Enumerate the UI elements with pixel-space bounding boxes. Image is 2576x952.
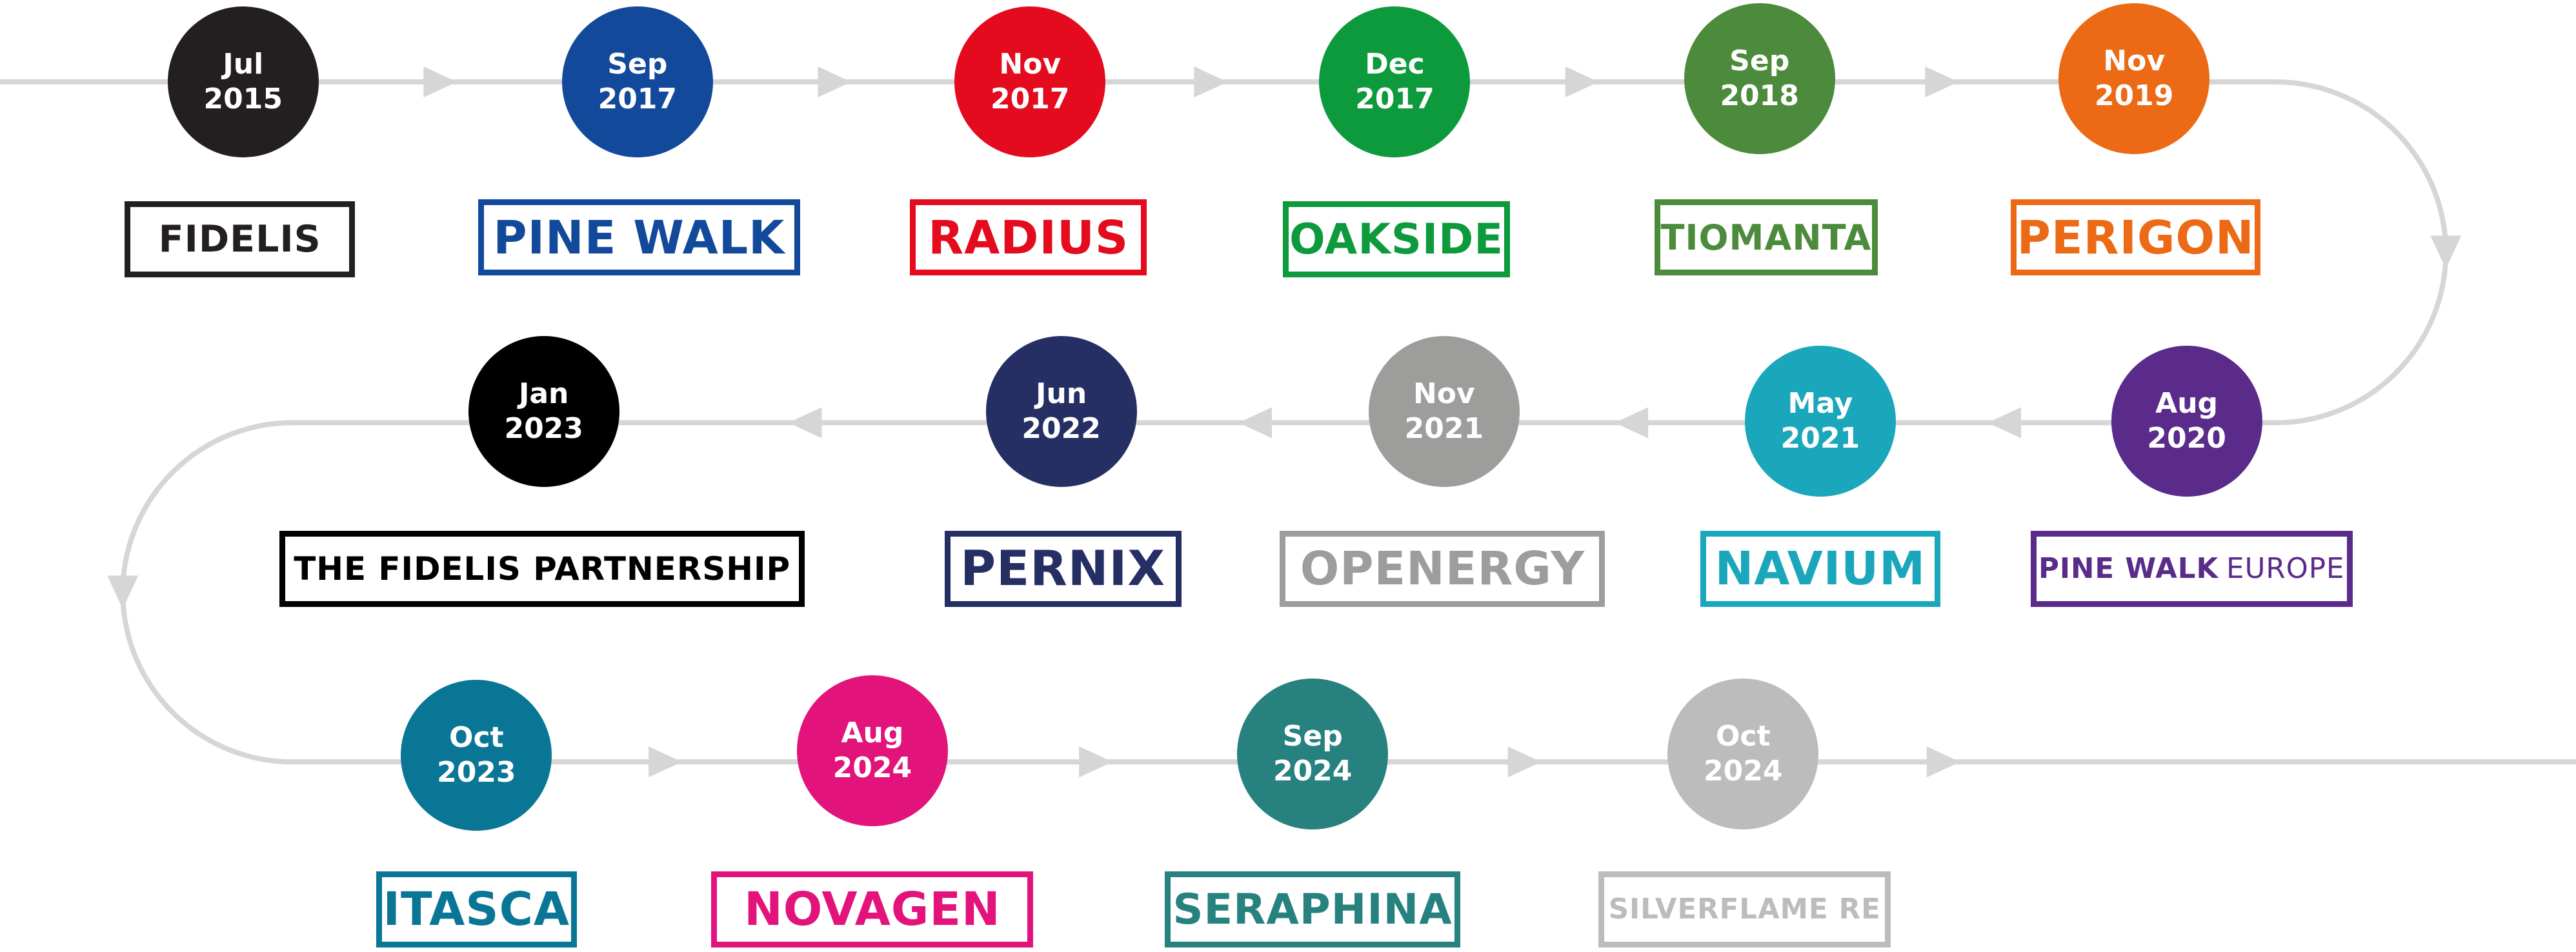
- milestone-year: 2023: [437, 756, 516, 789]
- milestone-year: 2021: [1780, 421, 1860, 455]
- arrow-right-icon: [649, 746, 683, 778]
- milestone-year: 2023: [504, 412, 583, 445]
- brand-name: SERAPHINA: [1172, 884, 1453, 934]
- brand-logo-radius: RADIUS: [910, 199, 1147, 276]
- milestone-month: Nov: [1413, 377, 1475, 410]
- milestone-year: 2018: [1720, 79, 1799, 112]
- brand-logo-openergy: OPENERGY: [1280, 530, 1605, 607]
- brand-suffix: EUROPE: [2226, 552, 2345, 585]
- brand-logo-perigon: PERIGON: [2011, 199, 2261, 276]
- arrow-right-icon: [1194, 66, 1228, 98]
- arrow-right-icon: [423, 66, 458, 98]
- brand-name: PINE WALK: [493, 210, 785, 264]
- milestone-month: Oct: [449, 721, 504, 755]
- milestone-month: Jul: [223, 48, 264, 81]
- milestone-month: May: [1787, 386, 1853, 420]
- milestone-month: Sep: [1729, 44, 1790, 77]
- milestone-year: 2021: [1404, 412, 1484, 445]
- milestone-month: Oct: [1715, 719, 1771, 753]
- brand-logo-pernix: PERNIX: [944, 530, 1182, 607]
- milestone-month: Nov: [2103, 44, 2165, 77]
- brand-logo-silverflame-re: SILVERFLAME RE: [1598, 871, 1891, 947]
- brand-name: ITASCA: [383, 882, 570, 937]
- milestone-year: 2017: [1355, 83, 1434, 116]
- brand-name: TIOMANTA: [1660, 217, 1872, 258]
- arrow-right-icon: [1926, 746, 1960, 778]
- brand-name: SILVERFLAME RE: [1608, 893, 1881, 926]
- milestone-month: Dec: [1365, 48, 1425, 81]
- arrow-left-icon: [788, 407, 822, 439]
- brand-name: NAVIUM: [1715, 542, 1926, 596]
- timeline-connector-line: [0, 79, 2576, 765]
- milestone-year: 2017: [991, 83, 1070, 116]
- brand-logo-seraphina: SERAPHINA: [1165, 871, 1461, 947]
- brand-name: THE FIDELIS PARTNERSHIP: [294, 550, 791, 588]
- brand-name: PERIGON: [2017, 210, 2255, 264]
- milestone-year: 2024: [1703, 754, 1783, 788]
- milestone-month: Sep: [607, 48, 668, 81]
- milestone-year: 2019: [2094, 79, 2174, 112]
- milestone-month: Nov: [999, 48, 1062, 81]
- brand-name: RADIUS: [928, 210, 1129, 264]
- brand-name: PINE WALK: [2038, 552, 2219, 585]
- brand-name: FIDELIS: [158, 217, 321, 261]
- arrow-left-icon: [1987, 407, 2022, 439]
- brand-logo-navium: NAVIUM: [1700, 530, 1940, 607]
- brand-name: NOVAGEN: [744, 882, 1001, 937]
- brand-logo-oakside: OAKSIDE: [1283, 201, 1510, 277]
- milestone-year: 2024: [832, 751, 912, 784]
- brand-logo-pine-walk: PINE WALK: [478, 199, 800, 276]
- brand-logo-itasca: ITASCA: [376, 871, 577, 947]
- arrow-left-icon: [1238, 407, 1273, 439]
- milestone-month: Sep: [1282, 719, 1343, 753]
- milestone-month: Aug: [2155, 386, 2219, 420]
- milestone-year: 2015: [203, 83, 283, 116]
- brand-logo-fidelis: FIDELIS: [125, 201, 355, 277]
- milestone-year: 2022: [1021, 412, 1101, 445]
- milestone-month: Jun: [1036, 377, 1087, 410]
- arrow-down-icon: [107, 575, 139, 610]
- brand-name: OPENERGY: [1300, 542, 1585, 596]
- arrow-right-icon: [1079, 746, 1113, 778]
- milestone-month: Jan: [518, 377, 569, 410]
- brand-logo-the-fidelis-partnership: THE FIDELIS PARTNERSHIP: [279, 530, 805, 607]
- milestone-month: Aug: [841, 716, 904, 749]
- arrow-right-icon: [1925, 66, 1959, 98]
- brand-logo-tiomanta: TIOMANTA: [1654, 199, 1878, 276]
- brand-logo-novagen: NOVAGEN: [711, 871, 1034, 947]
- milestone-year: 2017: [598, 83, 678, 116]
- milestone-year: 2020: [2147, 421, 2226, 455]
- arrow-right-icon: [1565, 66, 1599, 98]
- arrow-down-icon: [2430, 235, 2462, 270]
- arrow-left-icon: [1615, 407, 1649, 439]
- arrow-right-icon: [1507, 746, 1542, 778]
- milestone-year: 2024: [1273, 754, 1353, 788]
- brand-name: PERNIX: [960, 540, 1166, 597]
- arrow-right-icon: [818, 66, 852, 98]
- brand-name: OAKSIDE: [1289, 214, 1504, 264]
